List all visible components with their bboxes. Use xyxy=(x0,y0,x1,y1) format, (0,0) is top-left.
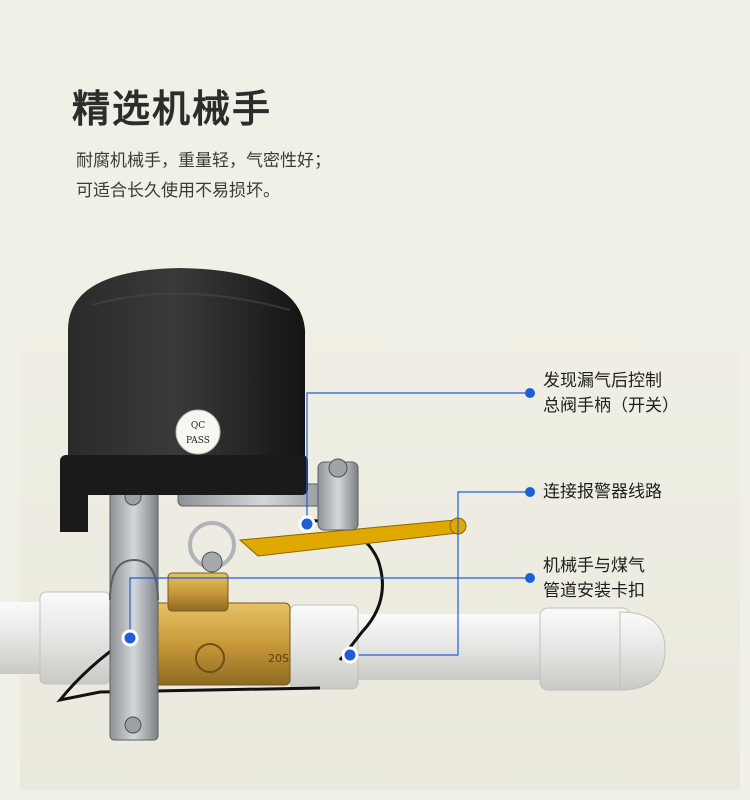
callout-1-line-2: 总阀手柄（开关） xyxy=(543,396,679,416)
brass-valve: 20S xyxy=(149,572,291,686)
marker-clamp xyxy=(121,629,139,647)
mounting-bracket xyxy=(109,479,159,741)
callout-3-line-1: 机械手与煤气 xyxy=(543,556,645,576)
marker-handle xyxy=(298,515,316,533)
qc-pass-label: QC PASS xyxy=(175,409,221,455)
callout-connectors xyxy=(129,392,530,656)
description: 耐腐机械手，重量轻，气密性好； 可适合长久使用不易损坏。 xyxy=(76,146,331,206)
valve-mark: 20S xyxy=(268,652,289,665)
description-line-1: 耐腐机械手，重量轻，气密性好； xyxy=(76,151,331,171)
qc-label-line2: PASS xyxy=(186,436,210,446)
callout-3-line-2: 管道安装卡扣 xyxy=(543,581,645,601)
callout-dot-2 xyxy=(525,487,535,497)
callout-alarm-wiring: 连接报警器线路 xyxy=(543,480,662,505)
callout-handle-control: 发现漏气后控制 总阀手柄（开关） xyxy=(543,369,679,419)
callout-dot-1 xyxy=(525,388,535,398)
gas-pipe-left xyxy=(0,591,111,685)
actuator-housing xyxy=(60,268,308,532)
marker-wire xyxy=(341,646,359,664)
callout-dot-3 xyxy=(525,573,535,583)
description-line-2: 可适合长久使用不易损坏。 xyxy=(76,181,280,201)
page-title: 精选机械手 xyxy=(72,87,273,131)
callout-2-line-1: 连接报警器线路 xyxy=(543,482,662,502)
gas-pipe-right xyxy=(285,604,666,691)
callout-1-line-1: 发现漏气后控制 xyxy=(543,371,662,391)
qc-label-line1: QC xyxy=(191,421,205,431)
callout-pipe-clamp: 机械手与煤气 管道安装卡扣 xyxy=(543,554,645,604)
